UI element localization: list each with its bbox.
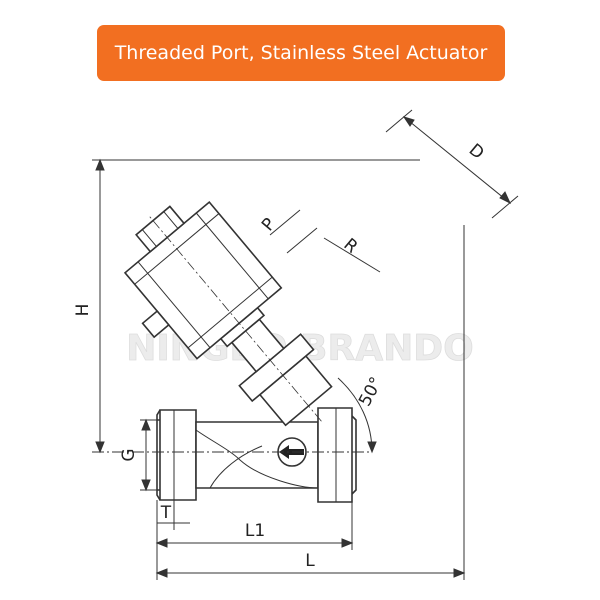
title-banner: Threaded Port, Stainless Steel Actuator xyxy=(97,25,505,81)
dim-label-p: P xyxy=(258,214,280,235)
page-title: Threaded Port, Stainless Steel Actuator xyxy=(114,42,488,64)
dim-label-d: D xyxy=(465,140,488,164)
dim-label-r: R xyxy=(340,235,362,258)
valve-body xyxy=(156,407,357,503)
dim-label-h: H xyxy=(73,304,93,317)
arrow-left-icon xyxy=(279,445,304,459)
dim-label-l1: L1 xyxy=(245,521,265,541)
dim-label-g: G xyxy=(119,448,139,461)
actuator-assembly xyxy=(123,200,333,427)
dim-label-l: L xyxy=(305,551,315,571)
dim-label-t: T xyxy=(160,503,172,523)
dimension-lines xyxy=(92,109,519,580)
